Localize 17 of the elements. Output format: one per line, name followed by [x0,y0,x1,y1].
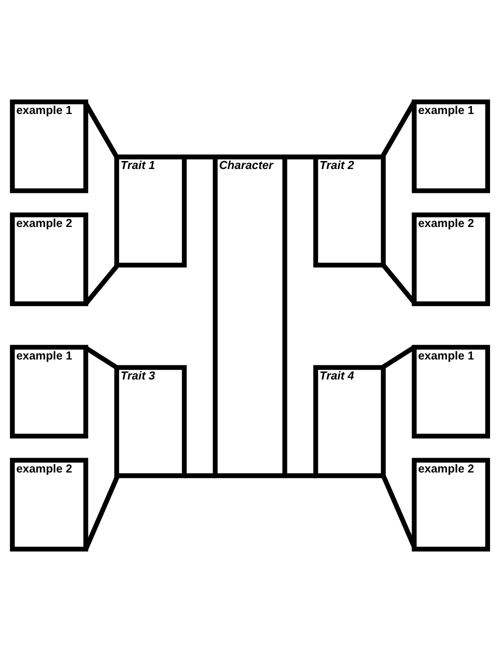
node-box: example 2 [10,457,88,552]
node-box: Trait 2 [313,154,386,268]
node-box: Trait 3 [114,364,187,478]
node-box: Character [212,154,288,478]
connector [184,472,216,478]
connector [381,474,418,550]
connector [82,100,119,158]
node-box: Trait 4 [313,364,386,478]
node-box: example 1 [412,344,490,438]
node-box: example 1 [412,98,490,193]
connector [284,472,317,478]
node-box: example 2 [10,212,88,306]
node-box: example 1 [10,344,88,438]
node-box: Trait 1 [114,154,187,268]
node-box: example 2 [412,212,490,306]
node-box: example 2 [412,457,490,552]
node-box: example 1 [10,98,88,193]
